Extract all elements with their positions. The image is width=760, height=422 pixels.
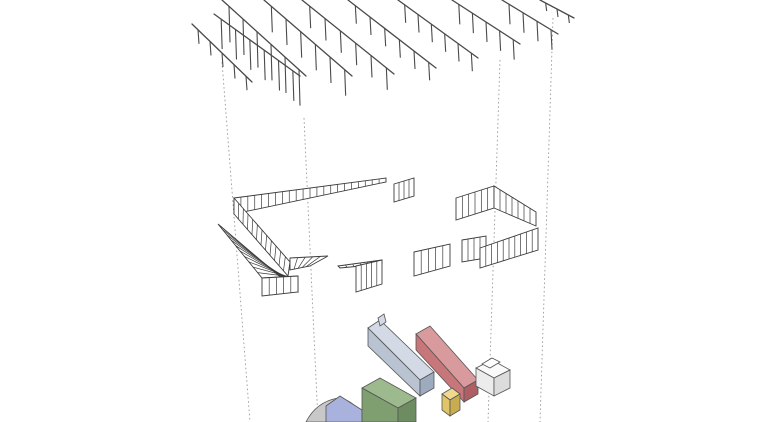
roof-column xyxy=(314,44,317,71)
volume-green xyxy=(361,377,417,422)
roof-column xyxy=(263,50,266,81)
roof-column xyxy=(370,55,373,78)
roof-column xyxy=(221,52,224,68)
wall-mullion xyxy=(345,264,348,268)
guide-line xyxy=(221,61,251,422)
roof-column xyxy=(245,76,248,91)
volume-yellow xyxy=(441,387,461,417)
roof-beam xyxy=(263,0,353,77)
wall-panel-mid xyxy=(413,243,451,277)
wall-mullion xyxy=(297,257,306,269)
roof-column xyxy=(233,64,236,79)
roof-column xyxy=(355,43,358,66)
guide-line xyxy=(539,17,554,422)
roof-column xyxy=(444,33,447,52)
wall-panel-center xyxy=(355,259,383,293)
roof-column xyxy=(228,6,231,43)
roof-column xyxy=(209,41,212,56)
roof-column xyxy=(384,28,387,47)
facade-layer xyxy=(217,177,539,297)
roof-column xyxy=(284,56,287,94)
roof-column xyxy=(298,69,301,106)
roof-column xyxy=(508,4,511,25)
roof-column xyxy=(457,43,460,62)
roof-column xyxy=(285,18,288,46)
roof-column xyxy=(567,14,570,24)
roof-column xyxy=(270,6,273,33)
wall-mullion xyxy=(247,213,249,230)
roof-column xyxy=(545,2,548,12)
roof-column xyxy=(556,8,559,18)
roof-beam xyxy=(221,0,307,77)
wall-mullion xyxy=(256,224,258,240)
roof-column xyxy=(277,60,281,91)
wall-mullion xyxy=(305,256,321,268)
roof-column xyxy=(197,29,200,44)
wall-mullion xyxy=(265,235,268,251)
roof-column xyxy=(550,29,553,50)
roof-column xyxy=(404,4,407,23)
wall-mullion xyxy=(352,263,355,267)
wall-curved-return xyxy=(261,275,299,297)
roof-column xyxy=(428,62,431,81)
guide-line xyxy=(487,59,501,422)
roof-column xyxy=(536,21,539,42)
roof-column xyxy=(329,56,332,84)
guide-line xyxy=(303,117,319,422)
roof-column xyxy=(324,18,327,41)
roof-column xyxy=(471,13,474,34)
wall-mullion xyxy=(269,240,272,256)
roof-column xyxy=(354,5,357,24)
roof-column xyxy=(485,21,488,43)
roof-beam xyxy=(501,0,559,35)
roof-column xyxy=(499,30,502,51)
program-volumes-layer xyxy=(305,313,511,422)
volume-red xyxy=(415,325,479,404)
roof-column xyxy=(417,14,420,33)
roof-beam xyxy=(397,0,479,59)
wall-curve-east xyxy=(493,185,537,227)
roof-column xyxy=(234,29,238,60)
roof-column xyxy=(398,39,401,58)
roof-column xyxy=(249,39,252,70)
roof-column xyxy=(220,19,223,50)
roof-column xyxy=(309,6,312,29)
wall-mullion xyxy=(260,229,263,246)
roof-column xyxy=(385,67,388,90)
roof-column xyxy=(292,70,295,101)
volume-white xyxy=(475,357,511,397)
guide-lines xyxy=(221,17,554,422)
wall-mullion xyxy=(293,257,298,270)
wall-mullion xyxy=(278,251,282,266)
roof-column xyxy=(300,31,303,58)
volume-blue-grey xyxy=(367,313,435,397)
wall-mullion xyxy=(274,245,277,261)
roof-column xyxy=(339,30,342,53)
roof-beam xyxy=(301,0,395,75)
roof-column xyxy=(413,50,416,70)
roof-column xyxy=(270,44,273,81)
roof-column xyxy=(512,39,515,60)
roof-column xyxy=(369,16,372,36)
roof-column xyxy=(242,18,245,56)
roof-column xyxy=(470,53,473,72)
roof-beam xyxy=(347,0,437,69)
wall-mullion xyxy=(301,256,314,268)
wall-mullion xyxy=(283,256,286,271)
roof-column xyxy=(522,12,525,33)
roof-structure-layer xyxy=(191,0,575,106)
roof-column xyxy=(458,4,461,25)
roof-column xyxy=(344,69,347,96)
roof-column xyxy=(256,31,259,68)
roof-column xyxy=(430,24,433,43)
wall-mullion xyxy=(251,219,254,235)
